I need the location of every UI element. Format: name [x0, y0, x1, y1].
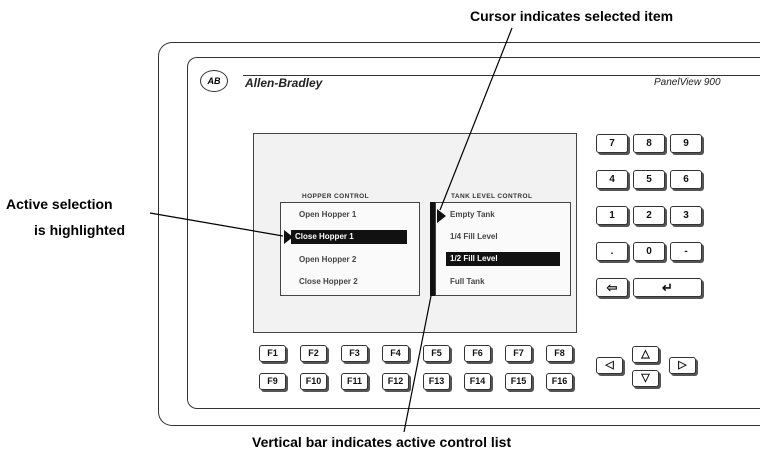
- function-key-f11[interactable]: F11: [341, 373, 368, 390]
- key-5[interactable]: 5: [633, 170, 665, 189]
- hopper-list-item[interactable]: Open Hopper 2: [299, 255, 357, 264]
- callout-active-line1: Active selection: [6, 196, 113, 212]
- function-key-f15[interactable]: F15: [505, 373, 532, 390]
- key-2[interactable]: 2: [633, 206, 665, 225]
- function-key-f16[interactable]: F16: [546, 373, 573, 390]
- key-enter-icon[interactable]: ↵: [633, 278, 702, 297]
- function-key-f10[interactable]: F10: [300, 373, 327, 390]
- function-key-f9[interactable]: F9: [259, 373, 286, 390]
- callout-active-line2: is highlighted: [34, 222, 125, 238]
- tank-cursor-pointer: [437, 209, 446, 223]
- key-decimal-point[interactable]: .: [596, 242, 628, 261]
- active-list-vertical-bar: [430, 202, 435, 296]
- function-key-f2[interactable]: F2: [300, 345, 327, 362]
- function-key-f13[interactable]: F13: [423, 373, 450, 390]
- callout-vertical-bar: Vertical bar indicates active control li…: [252, 434, 512, 450]
- key-8[interactable]: 8: [633, 134, 665, 153]
- allen-bradley-logo: AB: [200, 70, 228, 92]
- function-key-f12[interactable]: F12: [382, 373, 409, 390]
- function-key-f6[interactable]: F6: [464, 345, 491, 362]
- tank-list-item[interactable]: 1/4 Fill Level: [450, 232, 498, 241]
- brand-rule: [243, 75, 760, 76]
- model-name: PanelView 900: [654, 77, 721, 88]
- function-key-f8[interactable]: F8: [546, 345, 573, 362]
- hopper-list-title: HOPPER CONTROL: [302, 193, 369, 200]
- hopper-cursor-pointer: [284, 230, 293, 244]
- function-key-f4[interactable]: F4: [382, 345, 409, 362]
- key-backspace-icon[interactable]: ⇦: [596, 278, 628, 297]
- tank-list-item[interactable]: Full Tank: [450, 277, 485, 286]
- function-key-f7[interactable]: F7: [505, 345, 532, 362]
- hopper-list-item[interactable]: Open Hopper 1: [299, 210, 357, 219]
- tank-list-title: TANK LEVEL CONTROL: [451, 193, 533, 200]
- brand-name: Allen-Bradley: [245, 76, 323, 90]
- arrow-up-icon[interactable]: △: [632, 346, 659, 363]
- arrow-right-icon[interactable]: ▷: [669, 357, 696, 374]
- key-minus[interactable]: -: [670, 242, 702, 261]
- key-1[interactable]: 1: [596, 206, 628, 225]
- hopper-list-item[interactable]: Close Hopper 2: [299, 277, 358, 286]
- arrow-down-icon[interactable]: ▽: [632, 370, 659, 387]
- function-key-f1[interactable]: F1: [259, 345, 286, 362]
- display-screen: HOPPER CONTROL Open Hopper 1 Close Hoppe…: [253, 133, 577, 333]
- function-key-f3[interactable]: F3: [341, 345, 368, 362]
- hopper-control-list: Open Hopper 1 Close Hopper 1 Open Hopper…: [280, 202, 420, 296]
- key-3[interactable]: 3: [670, 206, 702, 225]
- callout-cursor: Cursor indicates selected item: [470, 8, 674, 24]
- key-6[interactable]: 6: [670, 170, 702, 189]
- key-7[interactable]: 7: [596, 134, 628, 153]
- hopper-list-item-selected[interactable]: Close Hopper 1: [291, 230, 407, 244]
- key-0[interactable]: 0: [633, 242, 665, 261]
- function-key-f5[interactable]: F5: [423, 345, 450, 362]
- key-9[interactable]: 9: [670, 134, 702, 153]
- tank-list-item-selected[interactable]: 1/2 Fill Level: [446, 252, 560, 266]
- tank-list-item-cursor[interactable]: Empty Tank: [450, 210, 495, 219]
- key-4[interactable]: 4: [596, 170, 628, 189]
- tank-level-control-list: Empty Tank 1/4 Fill Level 1/2 Fill Level…: [435, 202, 571, 296]
- function-key-f14[interactable]: F14: [464, 373, 491, 390]
- arrow-left-icon[interactable]: ◁: [596, 357, 623, 374]
